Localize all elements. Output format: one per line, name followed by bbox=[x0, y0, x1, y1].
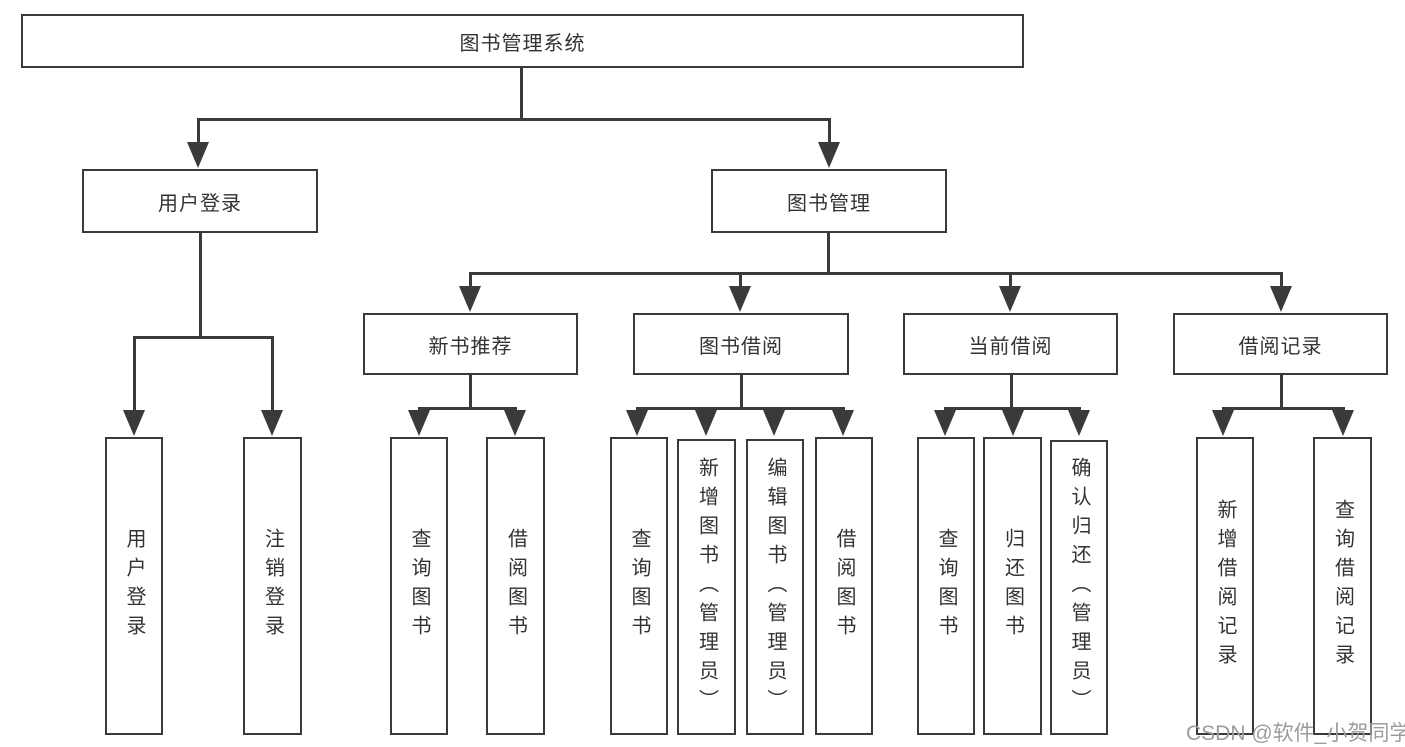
node-book-management: 图书管理 bbox=[711, 169, 947, 233]
connector-line bbox=[739, 375, 743, 407]
arrow-down-icon bbox=[1212, 407, 1234, 436]
node-user-login-label: 用户登录 bbox=[158, 192, 242, 215]
arrow-down-icon bbox=[818, 118, 840, 168]
arrow-down-icon bbox=[123, 336, 145, 436]
leaf-cb-confirm-return-admin: 确认归还（管理员） bbox=[1050, 440, 1108, 735]
leaf-nb-borrow-books-label: 借阅图书 bbox=[504, 528, 527, 644]
arrow-down-icon bbox=[626, 407, 648, 436]
arrow-down-icon bbox=[504, 407, 526, 436]
leaf-bb-borrow-books: 借阅图书 bbox=[815, 437, 873, 735]
leaf-br-query-record-label: 查询借阅记录 bbox=[1331, 499, 1354, 673]
connector-line bbox=[418, 407, 517, 410]
node-new-book-recommend: 新书推荐 bbox=[363, 313, 578, 375]
arrow-down-icon bbox=[1332, 407, 1354, 436]
arrow-down-icon bbox=[763, 407, 785, 436]
arrow-down-icon bbox=[934, 407, 956, 436]
node-new-book-recommend-label: 新书推荐 bbox=[428, 335, 513, 358]
arrow-down-icon bbox=[695, 407, 717, 436]
leaf-br-add-record-label: 新增借阅记录 bbox=[1214, 499, 1236, 673]
connector-line bbox=[520, 68, 523, 118]
leaf-bb-query-books: 查询图书 bbox=[610, 437, 668, 735]
leaf-cb-confirm-return-admin-label: 确认归还（管理员） bbox=[1068, 457, 1090, 718]
connector-line bbox=[468, 375, 472, 407]
arrow-down-icon bbox=[832, 407, 854, 436]
node-borrow-records-label: 借阅记录 bbox=[1238, 335, 1323, 358]
leaf-bb-edit-books-admin-label: 编辑图书（管理员） bbox=[764, 456, 786, 718]
leaf-cb-return-books-label: 归还图书 bbox=[1001, 528, 1024, 644]
arrow-down-icon bbox=[187, 118, 209, 168]
leaf-bb-borrow-books-label: 借阅图书 bbox=[833, 528, 855, 644]
leaf-br-add-record: 新增借阅记录 bbox=[1196, 437, 1254, 735]
leaf-user-login: 用户登录 bbox=[105, 437, 163, 735]
arrow-down-icon bbox=[1270, 272, 1292, 312]
node-book-management-label: 图书管理 bbox=[787, 192, 871, 215]
node-user-login: 用户登录 bbox=[82, 169, 318, 233]
arrow-down-icon bbox=[729, 272, 751, 312]
leaf-nb-borrow-books: 借阅图书 bbox=[486, 437, 545, 735]
connector-line bbox=[133, 336, 273, 339]
arrow-down-icon bbox=[261, 336, 283, 436]
node-borrow-records: 借阅记录 bbox=[1173, 313, 1388, 375]
leaf-cb-query-books: 查询图书 bbox=[917, 437, 975, 735]
connector-line bbox=[636, 407, 845, 410]
connector-line bbox=[1222, 407, 1345, 410]
leaf-user-login-label: 用户登录 bbox=[123, 528, 145, 644]
connector-line bbox=[1009, 375, 1013, 407]
node-current-borrow: 当前借阅 bbox=[903, 313, 1118, 375]
arrow-down-icon bbox=[1002, 407, 1024, 436]
leaf-bb-add-books-admin: 新增图书（管理员） bbox=[677, 439, 736, 735]
node-book-borrow-label: 图书借阅 bbox=[699, 335, 783, 358]
csdn-watermark: CSDN @软件_小贺同学 bbox=[1186, 722, 1405, 745]
node-current-borrow-label: 当前借阅 bbox=[968, 335, 1053, 358]
connector-line bbox=[197, 118, 831, 121]
node-book-borrow: 图书借阅 bbox=[633, 313, 849, 375]
arrow-down-icon bbox=[408, 407, 430, 436]
connector-line bbox=[469, 272, 1282, 275]
node-library-system: 图书管理系统 bbox=[21, 14, 1024, 68]
arrow-down-icon bbox=[459, 272, 481, 312]
node-library-system-label: 图书管理系统 bbox=[459, 32, 586, 55]
arrow-down-icon bbox=[999, 272, 1021, 312]
connector-line bbox=[827, 233, 830, 272]
leaf-cb-return-books: 归还图书 bbox=[983, 437, 1042, 735]
leaf-br-query-record: 查询借阅记录 bbox=[1313, 437, 1372, 735]
leaf-nb-query-books-label: 查询图书 bbox=[408, 528, 430, 644]
leaf-nb-query-books: 查询图书 bbox=[390, 437, 448, 735]
connector-line bbox=[1279, 375, 1283, 407]
leaf-logout-login: 注销登录 bbox=[243, 437, 302, 735]
connector-line bbox=[198, 233, 202, 336]
leaf-bb-query-books-label: 查询图书 bbox=[628, 528, 650, 644]
leaf-logout-login-label: 注销登录 bbox=[261, 528, 284, 644]
leaf-bb-add-books-admin-label: 新增图书（管理员） bbox=[695, 456, 718, 718]
leaf-bb-edit-books-admin: 编辑图书（管理员） bbox=[746, 439, 804, 735]
arrow-down-icon bbox=[1068, 407, 1090, 436]
leaf-cb-query-books-label: 查询图书 bbox=[935, 528, 957, 644]
